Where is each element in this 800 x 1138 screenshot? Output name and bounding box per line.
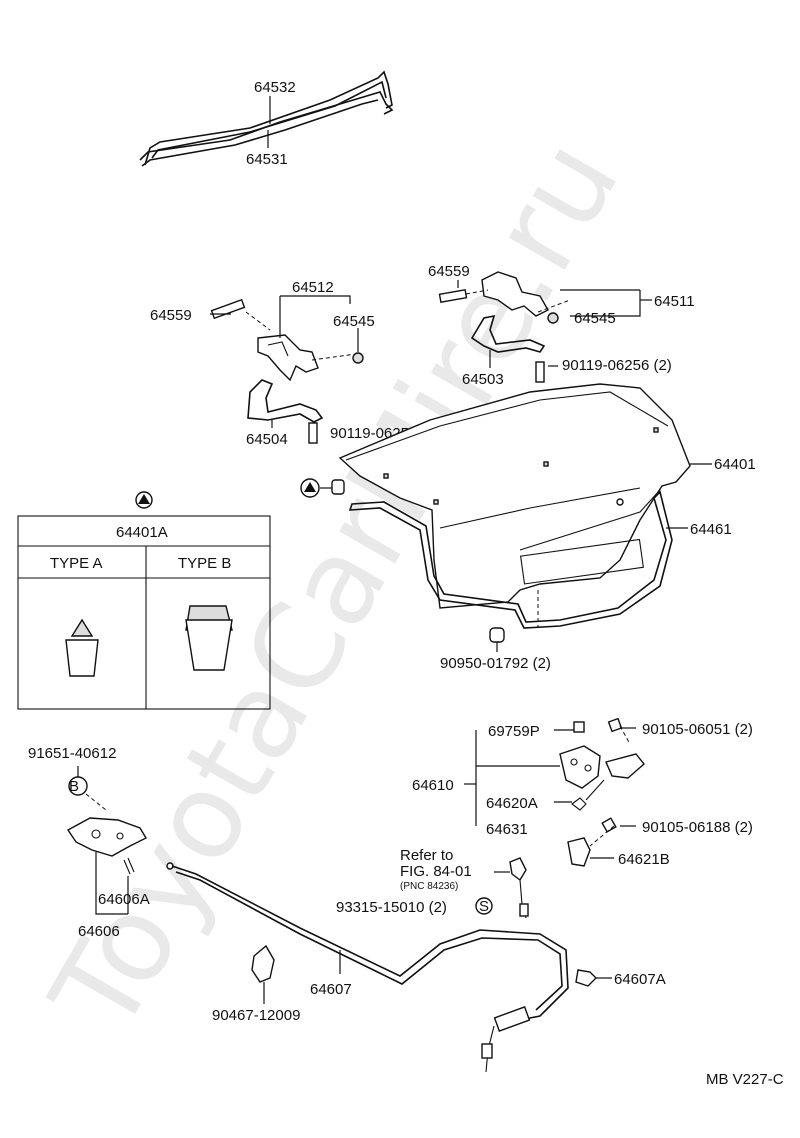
label-64607a: 64607A (614, 971, 666, 988)
label-64559-right: 64559 (428, 263, 470, 280)
type-table (17, 491, 271, 710)
label-90950: 90950-01792 (2) (440, 655, 551, 672)
table-type-a: TYPE A (50, 555, 103, 572)
release-cable (166, 857, 612, 1073)
label-90105-06188: 90105-06188 (2) (642, 819, 753, 836)
figure-code: MB V227-C (706, 1071, 784, 1088)
weatherstrip (348, 490, 688, 629)
label-90105-06051: 90105-06051 (2) (642, 721, 753, 738)
label-64606: 64606 (78, 923, 120, 940)
label-69759p: 69759P (488, 723, 540, 740)
label-64545-left: 64545 (333, 313, 375, 330)
refer-line3: (PNC 84236) (400, 881, 458, 892)
left-hinge-group (210, 295, 364, 444)
label-64504: 64504 (246, 431, 288, 448)
torsion-bar-assembly (139, 70, 394, 167)
symbol-b: B (69, 778, 79, 795)
label-91651: 91651-40612 (28, 745, 116, 762)
cushion-90950 (489, 590, 539, 652)
label-64532: 64532 (254, 79, 296, 96)
label-64512: 64512 (292, 279, 334, 296)
label-64621b: 64621B (618, 851, 670, 868)
table-type-b: TYPE B (178, 555, 231, 572)
refer-line1: Refer to (400, 847, 453, 864)
label-93315: 93315-15010 (2) (336, 899, 447, 916)
right-hinge-group (438, 271, 652, 383)
label-64461: 64461 (690, 521, 732, 538)
label-90119-right: 90119-06256 (2) (562, 357, 672, 374)
label-64401: 64401 (714, 456, 756, 473)
label-64559-left: 64559 (150, 307, 192, 324)
trunk-lid (338, 383, 712, 609)
label-64607: 64607 (310, 981, 352, 998)
lock-group (464, 717, 645, 867)
clip-64401a (300, 478, 345, 498)
label-64631: 64631 (486, 821, 528, 838)
refer-line2: FIG. 84-01 (400, 863, 472, 880)
label-64511: 64511 (654, 293, 695, 310)
latch-group (66, 766, 147, 915)
label-64545-right: 64545 (574, 310, 616, 327)
symbol-s: S (479, 898, 489, 915)
label-64610: 64610 (412, 777, 454, 794)
label-64620a: 64620A (486, 795, 538, 812)
label-64503: 64503 (462, 371, 504, 388)
label-64606a: 64606A (98, 891, 150, 908)
label-90467: 90467-12009 (212, 1007, 300, 1024)
table-title: 64401A (116, 524, 168, 541)
label-64531: 64531 (246, 151, 288, 168)
